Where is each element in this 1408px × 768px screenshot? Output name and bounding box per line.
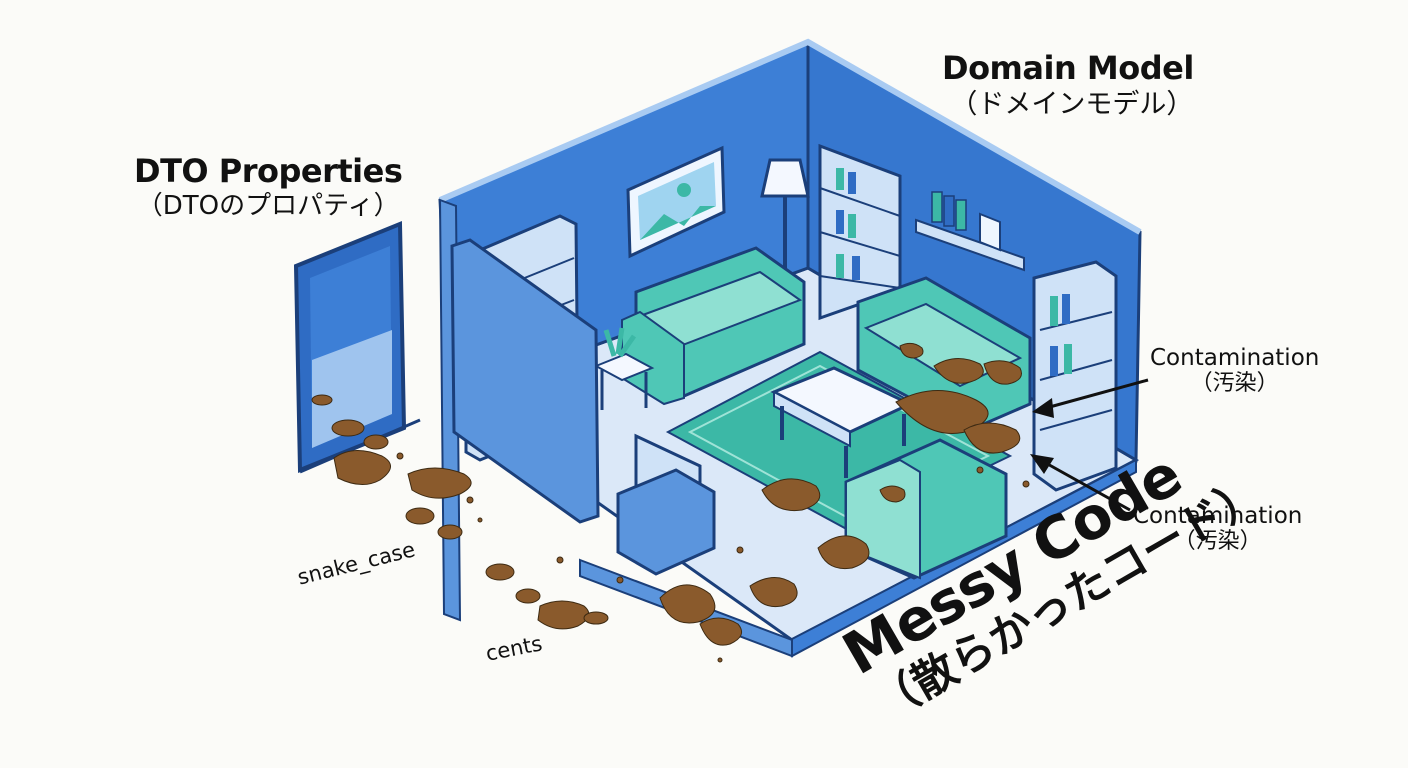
contamination-title-1: Contamination bbox=[1150, 345, 1320, 371]
contamination-subtitle-2: （汚染） bbox=[1173, 529, 1262, 555]
contamination-label-1: Contamination （汚染） bbox=[1150, 345, 1319, 397]
dto-properties-title: DTO Properties bbox=[134, 152, 403, 190]
inner-door-panel bbox=[450, 238, 600, 524]
domain-model-title: Domain Model bbox=[942, 49, 1194, 87]
dto-properties-label: DTO Properties （DTOのプロパティ） bbox=[134, 152, 403, 222]
sofa-icon bbox=[621, 246, 806, 406]
domain-model-label: Domain Model （ドメインモデル） bbox=[942, 50, 1194, 120]
contamination-subtitle-1: （汚染） bbox=[1190, 371, 1279, 397]
contamination-label-2: Contamination （汚染） bbox=[1133, 503, 1302, 555]
mud-footprints bbox=[311, 342, 1030, 663]
plant-icon bbox=[593, 327, 655, 410]
tv-icon bbox=[616, 433, 716, 576]
wall-shelf-icon bbox=[915, 191, 1025, 272]
picture-frame-icon bbox=[626, 145, 726, 259]
bookshelf-icon bbox=[818, 143, 902, 321]
dto-properties-subtitle: （DTOのプロパティ） bbox=[136, 190, 400, 221]
coffee-table-icon bbox=[770, 366, 914, 478]
right-bookshelf-icon bbox=[1032, 260, 1118, 492]
domain-model-subtitle: （ドメインモデル） bbox=[950, 88, 1194, 120]
arrow-icon bbox=[1030, 378, 1149, 512]
contamination-title-2: Contamination bbox=[1133, 503, 1303, 529]
door-icon bbox=[293, 221, 421, 474]
